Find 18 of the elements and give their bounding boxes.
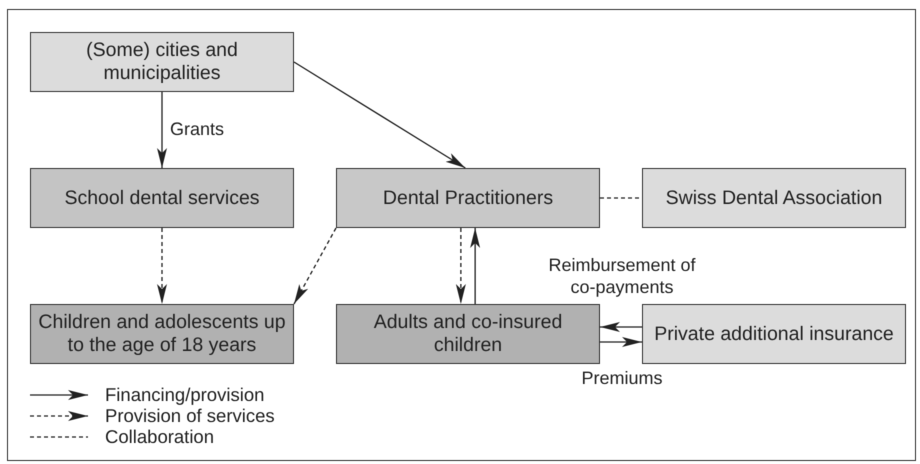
process-box: Dental Practitioners bbox=[336, 168, 600, 228]
arrow bbox=[157, 92, 167, 168]
legend-label: Provision of services bbox=[105, 406, 275, 426]
arrow bbox=[470, 228, 480, 304]
process-box: Private additional insurance bbox=[642, 304, 906, 364]
process-box: Adults and co-insured children bbox=[336, 304, 600, 364]
process-box: (Some) cities and municipalities bbox=[30, 32, 294, 92]
process-box: School dental services bbox=[30, 168, 294, 228]
arrow bbox=[293, 228, 337, 304]
arrow bbox=[600, 336, 642, 347]
process-box: Swiss Dental Association bbox=[642, 168, 906, 228]
arrow bbox=[600, 322, 642, 332]
legend-label: Collaboration bbox=[105, 427, 214, 448]
arrow bbox=[157, 228, 167, 304]
legend-label: Financing/provision bbox=[105, 385, 264, 406]
arrow bbox=[294, 61, 466, 169]
process-box: Children and adolescents up to the age of 18 years bbox=[30, 304, 294, 364]
arrow bbox=[456, 228, 466, 304]
